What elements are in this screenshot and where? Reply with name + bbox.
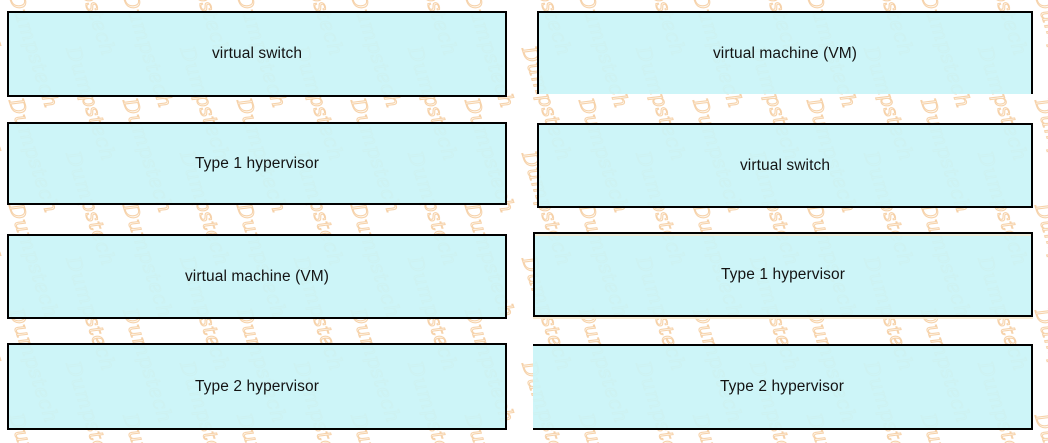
watermark-text: Dumpstech xyxy=(0,42,7,164)
drag-tile-label: Type 2 hypervisor xyxy=(719,378,845,395)
drag-tile-label: virtual switch xyxy=(211,45,303,62)
drag-tile-label: Type 2 hypervisor xyxy=(194,377,320,395)
drag-tile-left-4[interactable]: Type 2 hypervisor xyxy=(7,343,507,430)
drag-tile-right-4[interactable]: Type 2 hypervisor xyxy=(533,344,1033,430)
drag-tile-label: virtual machine (VM) xyxy=(184,267,330,285)
watermark-text: Dumpstech xyxy=(0,357,7,443)
watermark-text: Dumpstech xyxy=(0,147,7,269)
drag-tile-right-3[interactable]: Type 1 hypervisor xyxy=(533,232,1033,317)
drag-tile-left-3[interactable]: virtual machine (VM) xyxy=(7,234,507,319)
drag-tile-left-2[interactable]: Type 1 hypervisor xyxy=(7,122,507,205)
watermark-text: Dumpstech xyxy=(0,0,7,59)
drag-tile-label: virtual switch xyxy=(739,156,831,174)
drag-tile-right-2[interactable]: virtual switch xyxy=(537,123,1033,208)
drag-tile-label: Type 1 hypervisor xyxy=(720,265,846,283)
drag-tile-label: Type 1 hypervisor xyxy=(194,154,320,172)
drag-tile-label: virtual machine (VM) xyxy=(712,44,858,62)
watermark-text: Dumpstech xyxy=(0,252,7,374)
drag-tile-left-1[interactable]: virtual switch xyxy=(7,11,507,97)
drag-tile-right-1[interactable]: virtual machine (VM) xyxy=(537,11,1033,94)
